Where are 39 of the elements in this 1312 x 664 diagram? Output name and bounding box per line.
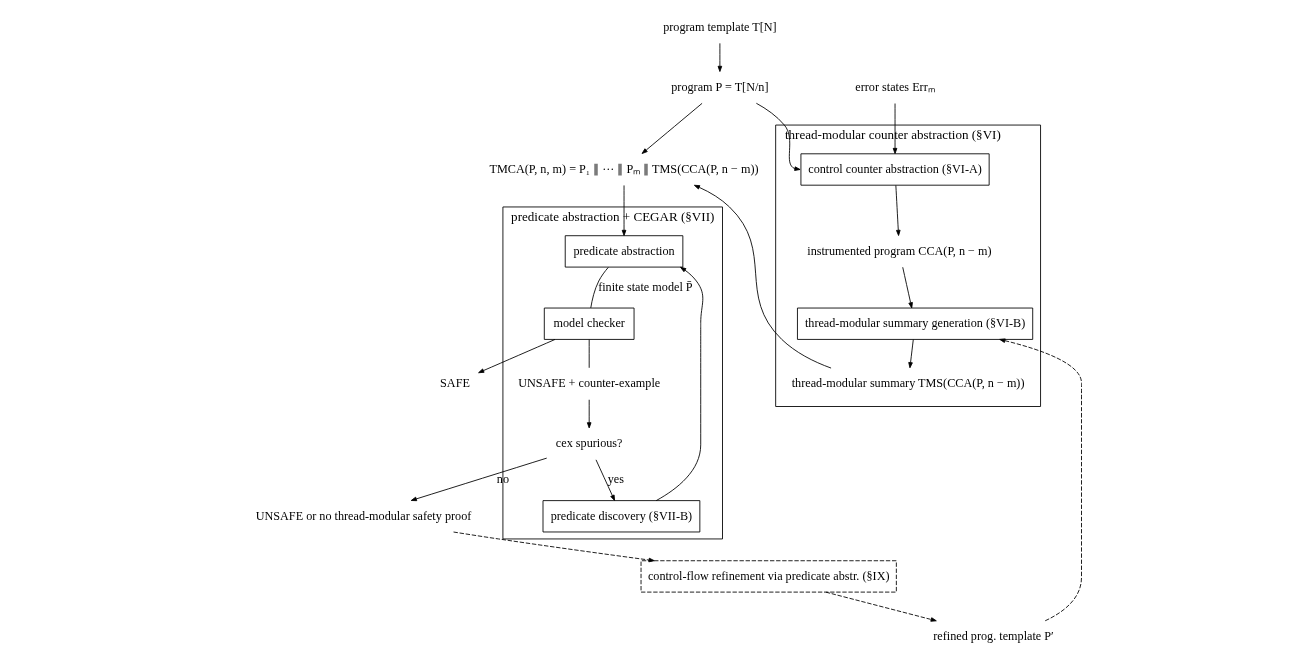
node-text: error states Errₘ bbox=[854, 79, 935, 94]
arrow bbox=[586, 399, 591, 429]
node-text: UNSAFE or no thread-modular safety proof bbox=[255, 508, 471, 523]
arrow bbox=[641, 102, 703, 154]
arrow bbox=[901, 266, 913, 309]
node-text: thread-modular summary TMS(CCA(P, n − m)) bbox=[791, 376, 1024, 391]
arrow bbox=[655, 266, 703, 502]
arrow bbox=[907, 339, 914, 369]
edge-label: no bbox=[496, 472, 509, 487]
node-text: refined prog. template P′ bbox=[932, 628, 1054, 643]
arrow bbox=[693, 184, 831, 369]
node-box: control counter abstraction (§VI-A) bbox=[800, 153, 990, 186]
node-text: cex spurious? bbox=[555, 436, 623, 451]
connector bbox=[588, 339, 590, 369]
node-text: SAFE bbox=[439, 376, 470, 391]
arrow bbox=[892, 103, 897, 155]
edge-label: finite state model P̄ bbox=[597, 279, 693, 294]
node-box: predicate discovery (§VII-B) bbox=[542, 500, 700, 533]
arrow bbox=[477, 339, 555, 374]
arrow bbox=[998, 338, 1082, 622]
node-box: predicate abstraction bbox=[564, 235, 683, 268]
node-text: UNSAFE + counter-example bbox=[517, 376, 660, 391]
node-text: instrumented program CCA(P, n − m) bbox=[806, 243, 992, 258]
arrow bbox=[894, 185, 901, 236]
arrow bbox=[755, 102, 800, 171]
node-box: control-flow refinement via predicate abstr. (§IX) bbox=[640, 560, 897, 593]
node-text: TMCA(P, n, m) = P₁ ∥ ··· ∥ Pₘ ∥ TMS(CCA(P, n − m)) bbox=[489, 161, 759, 176]
arrow bbox=[825, 591, 937, 622]
node-box: thread-modular summary generation (§VI-B) bbox=[796, 307, 1033, 340]
edge-label: yes bbox=[607, 472, 624, 487]
arrow bbox=[452, 531, 655, 563]
arrow bbox=[595, 459, 615, 501]
connector bbox=[589, 266, 609, 309]
node-text: program template T[N] bbox=[662, 19, 777, 34]
node-text: program P = T[N/n] bbox=[670, 79, 769, 94]
arrow bbox=[410, 457, 547, 502]
arrow bbox=[621, 185, 626, 236]
arrow bbox=[717, 42, 722, 72]
node-box: model checker bbox=[543, 307, 634, 340]
